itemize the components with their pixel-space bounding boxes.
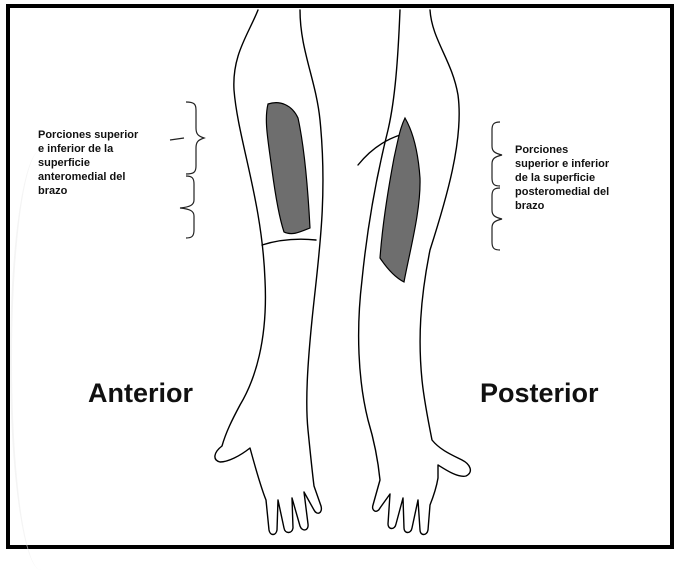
posterior-view-label: Posterior: [480, 378, 599, 409]
anteromedial-shaded-region: [266, 103, 310, 234]
posterior-region-note: Porciones superior e inferior de la supe…: [515, 143, 609, 213]
anterior-view-label: Anterior: [88, 378, 193, 409]
posterior-brackets: [492, 122, 502, 250]
posteromedial-shaded-region: [380, 118, 420, 282]
anterior-arm-outline: [215, 10, 323, 535]
anterior-region-note: Porciones superior e inferior de la supe…: [38, 128, 138, 198]
anterior-brackets: [170, 102, 204, 238]
arms-illustration: [0, 0, 678, 550]
posterior-arm-outline: [359, 10, 471, 535]
